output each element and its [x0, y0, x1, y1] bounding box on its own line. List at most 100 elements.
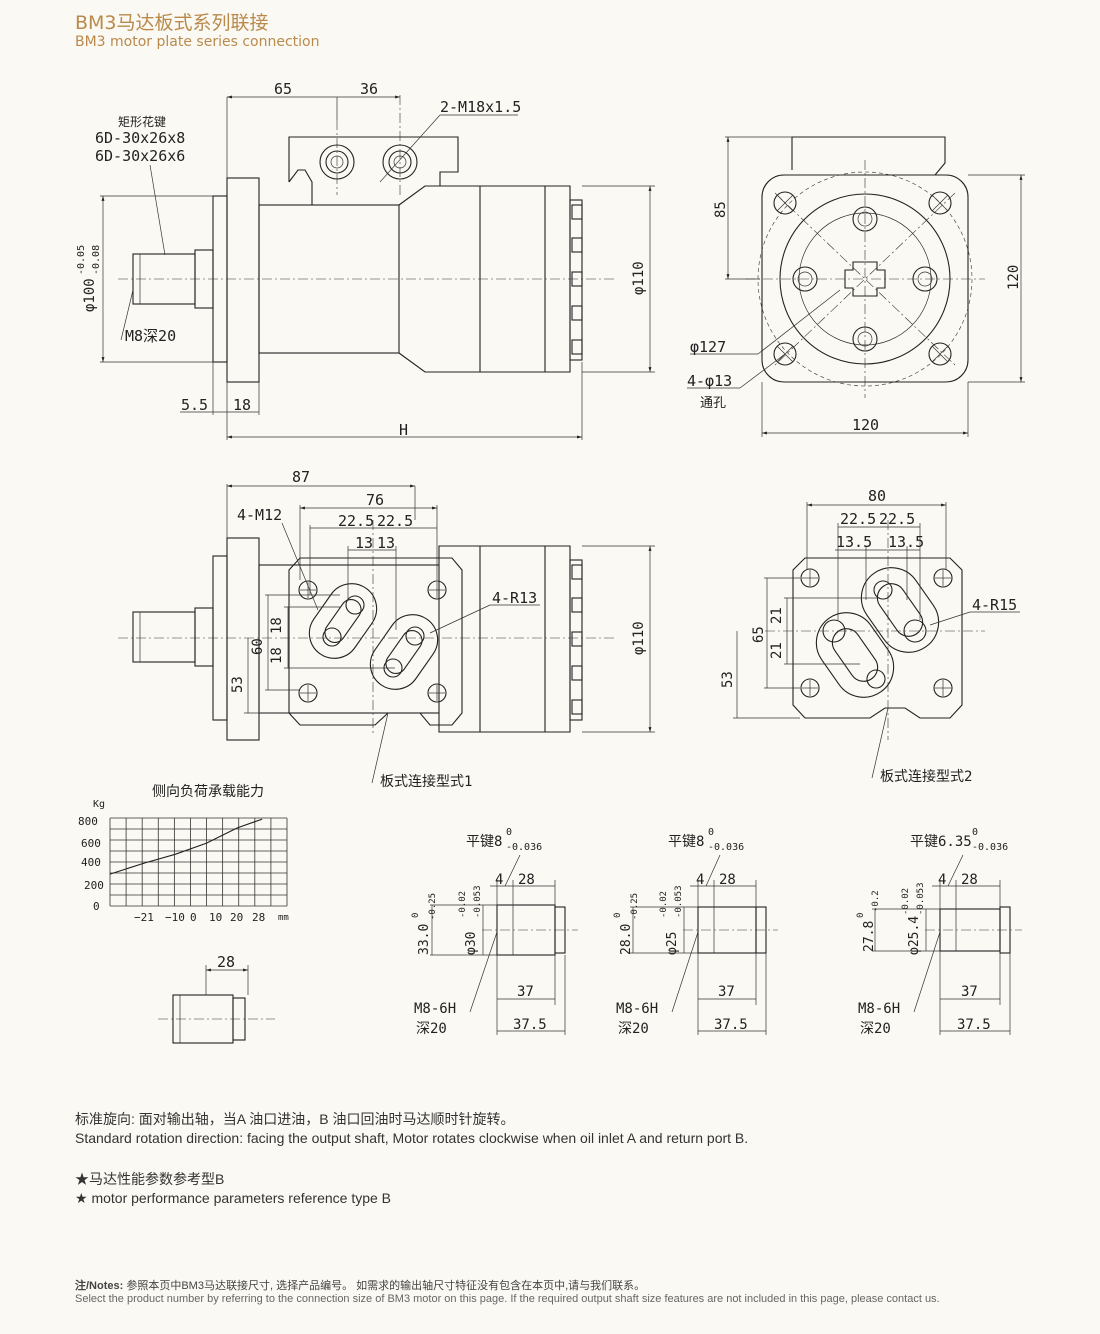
- dia-a: 27.8: [862, 921, 877, 952]
- shaft-dia: φ100: [82, 278, 98, 312]
- depth: 深20: [618, 1021, 649, 1037]
- dim-65: 65: [274, 80, 292, 98]
- y-tick: 200: [84, 879, 104, 892]
- footnote-cn: 注/Notes: 参照本页中BM3马达联接尺寸, 选择产品编号。 如需求的输出轴…: [75, 1277, 645, 1293]
- dim-28: 28: [961, 872, 978, 888]
- dim-18: 18: [233, 396, 251, 414]
- dia-a: 28.0: [619, 924, 634, 955]
- dia-b: φ25: [665, 932, 680, 955]
- bolts-label: 4-M12: [237, 506, 282, 524]
- dim-110: φ110: [631, 261, 647, 295]
- shaft-tol-low: -0.08: [91, 245, 102, 275]
- key-tol-up: 0: [972, 827, 978, 838]
- dim-4: 4: [696, 872, 704, 888]
- performance-note-cn: ★马达性能参数参考型B: [75, 1171, 225, 1187]
- dim-37: 37: [718, 984, 735, 1000]
- plate-type-2-view: 80 22.5 22.5 13.5 13.5 4-R15 21 21 65 53…: [720, 487, 1020, 785]
- footnote-cn-text: 参照本页中BM3马达联接尺寸, 选择产品编号。 如需求的输出轴尺寸特征没有包含在…: [123, 1280, 646, 1292]
- dia-a-tol: -0.25: [630, 893, 640, 920]
- chart-grid: [109, 817, 288, 907]
- dim-4: 4: [938, 872, 946, 888]
- dim-80: 80: [868, 487, 886, 505]
- footnote-en: Select the product number by referring t…: [75, 1293, 940, 1305]
- dim-87: 87: [292, 468, 310, 486]
- y-tick: 600: [81, 837, 101, 850]
- dim-37-5: 37.5: [513, 1017, 547, 1033]
- dia-b-tol2: -0.053: [473, 885, 483, 918]
- dia-a-up: 0: [856, 913, 866, 918]
- spline-2: 6D-30x26x6: [95, 147, 185, 165]
- dim-37: 37: [517, 984, 534, 1000]
- chart-y-unit: Kg: [93, 799, 105, 810]
- y-tick: 0: [93, 900, 100, 913]
- dia-127: φ127: [690, 338, 726, 356]
- dia-b-tol2: -0.053: [916, 882, 926, 915]
- dim-22-5a: 22.5: [338, 512, 374, 530]
- dia-b: φ25.4: [907, 916, 922, 955]
- dim-5-5: 5.5: [181, 396, 208, 414]
- x-tick: 10: [209, 911, 222, 924]
- thread: M8-6H: [414, 1001, 456, 1017]
- x-tick: 28: [252, 911, 265, 924]
- dim-13-5a: 13.5: [836, 533, 872, 551]
- plate1-caption: 板式连接型式1: [380, 773, 472, 790]
- dia-b-tol1: -0.02: [458, 891, 468, 918]
- dim-37: 37: [961, 984, 978, 1000]
- dim-28: 28: [719, 872, 736, 888]
- dim-60: 60: [250, 638, 266, 655]
- x-tick: 0: [190, 911, 197, 924]
- ports-label: 2-M18x1.5: [440, 98, 521, 116]
- dim-21b: 21: [769, 642, 785, 659]
- dim-110-plate1: φ110: [631, 621, 647, 655]
- dim-4: 4: [495, 872, 503, 888]
- dim-22-5d: 22.5: [879, 510, 915, 528]
- key-label: 平键6.35: [910, 834, 972, 850]
- dia-b: φ30: [464, 932, 479, 955]
- plate-type-1-view: 87 76 22.5 22.5 13 13 4-M12 4-R13 18 18 …: [118, 468, 655, 790]
- thread: M8-6H: [616, 1001, 658, 1017]
- shaft-variant-2: 平键8 0 -0.036 4 28 28.0 0 -0.25 φ25 -0.02…: [613, 827, 778, 1037]
- holes-label: 4-φ13: [687, 372, 732, 390]
- dim-37-5: 37.5: [957, 1017, 991, 1033]
- depth: 深20: [416, 1021, 447, 1037]
- dim-18b: 18: [269, 647, 285, 664]
- holes-note: 通孔: [700, 396, 726, 411]
- y-tick: 800: [78, 815, 98, 828]
- key-tol-low: -0.036: [506, 842, 542, 853]
- small-dim-28: 28: [217, 953, 235, 971]
- radius-label-2: 4-R15: [972, 596, 1017, 614]
- shaft-variant-1: 平键8 0 -0.036 4 28 33.0 0 -0.25 φ30 -0.02…: [411, 827, 578, 1037]
- technical-drawing: 65 36 2-M18x1.5 矩形花键 6D-30x26x8 6D-30x26…: [76, 80, 1025, 1044]
- rotation-note-cn: 标准旋向: 面对输出轴，当A 油口进油，B 油口回油时马达顺时针旋转。: [75, 1111, 515, 1127]
- dia-a-tol: -0.2: [871, 890, 881, 912]
- chart-series-line: [109, 818, 263, 875]
- rotation-note-en: Standard rotation direction: facing the …: [75, 1130, 749, 1146]
- dim-13-5b: 13.5: [888, 533, 924, 551]
- key-tol-up: 0: [506, 827, 512, 838]
- motor-side-view: 65 36 2-M18x1.5 矩形花键 6D-30x26x8 6D-30x26…: [76, 80, 655, 440]
- x-tick: 20: [230, 911, 243, 924]
- dim-53: 53: [230, 676, 246, 693]
- spline-1: 6D-30x26x8: [95, 129, 185, 147]
- dia-a-tol: -0.25: [428, 893, 438, 920]
- dim-28: 28: [518, 872, 535, 888]
- chart-x-unit: mm: [278, 913, 289, 923]
- small-shaft-detail: 28: [158, 953, 275, 1044]
- shaft-variant-3: 平键6.35 0 -0.036 4 28 27.8 0 -0.2 φ25.4 -…: [856, 827, 1022, 1037]
- dim-18a: 18: [269, 617, 285, 634]
- dia-b-tol2: -0.053: [674, 885, 684, 918]
- page-subtitle: BM3 motor plate series connection: [75, 34, 320, 50]
- shaft-tol-up: -0.05: [76, 245, 87, 275]
- key-label: 平键8: [668, 834, 704, 850]
- chart-title: 侧向负荷承载能力: [152, 784, 264, 800]
- radius-label: 4-R13: [492, 589, 537, 607]
- dim-85: 85: [713, 201, 729, 218]
- dim-76: 76: [366, 491, 384, 509]
- dim-120-v: 120: [1006, 265, 1022, 290]
- thread: M8-6H: [858, 1001, 900, 1017]
- dia-b-tol1: -0.02: [659, 891, 669, 918]
- thread-label: M8深20: [125, 327, 176, 345]
- side-load-chart: 侧向负荷承载能力 Kg 800 600 400 200 0 −21 −10 0 …: [78, 784, 289, 924]
- motor-end-view: 85 120 120 φ127 4-φ13 通孔: [687, 136, 1025, 437]
- dim-22-5c: 22.5: [840, 510, 876, 528]
